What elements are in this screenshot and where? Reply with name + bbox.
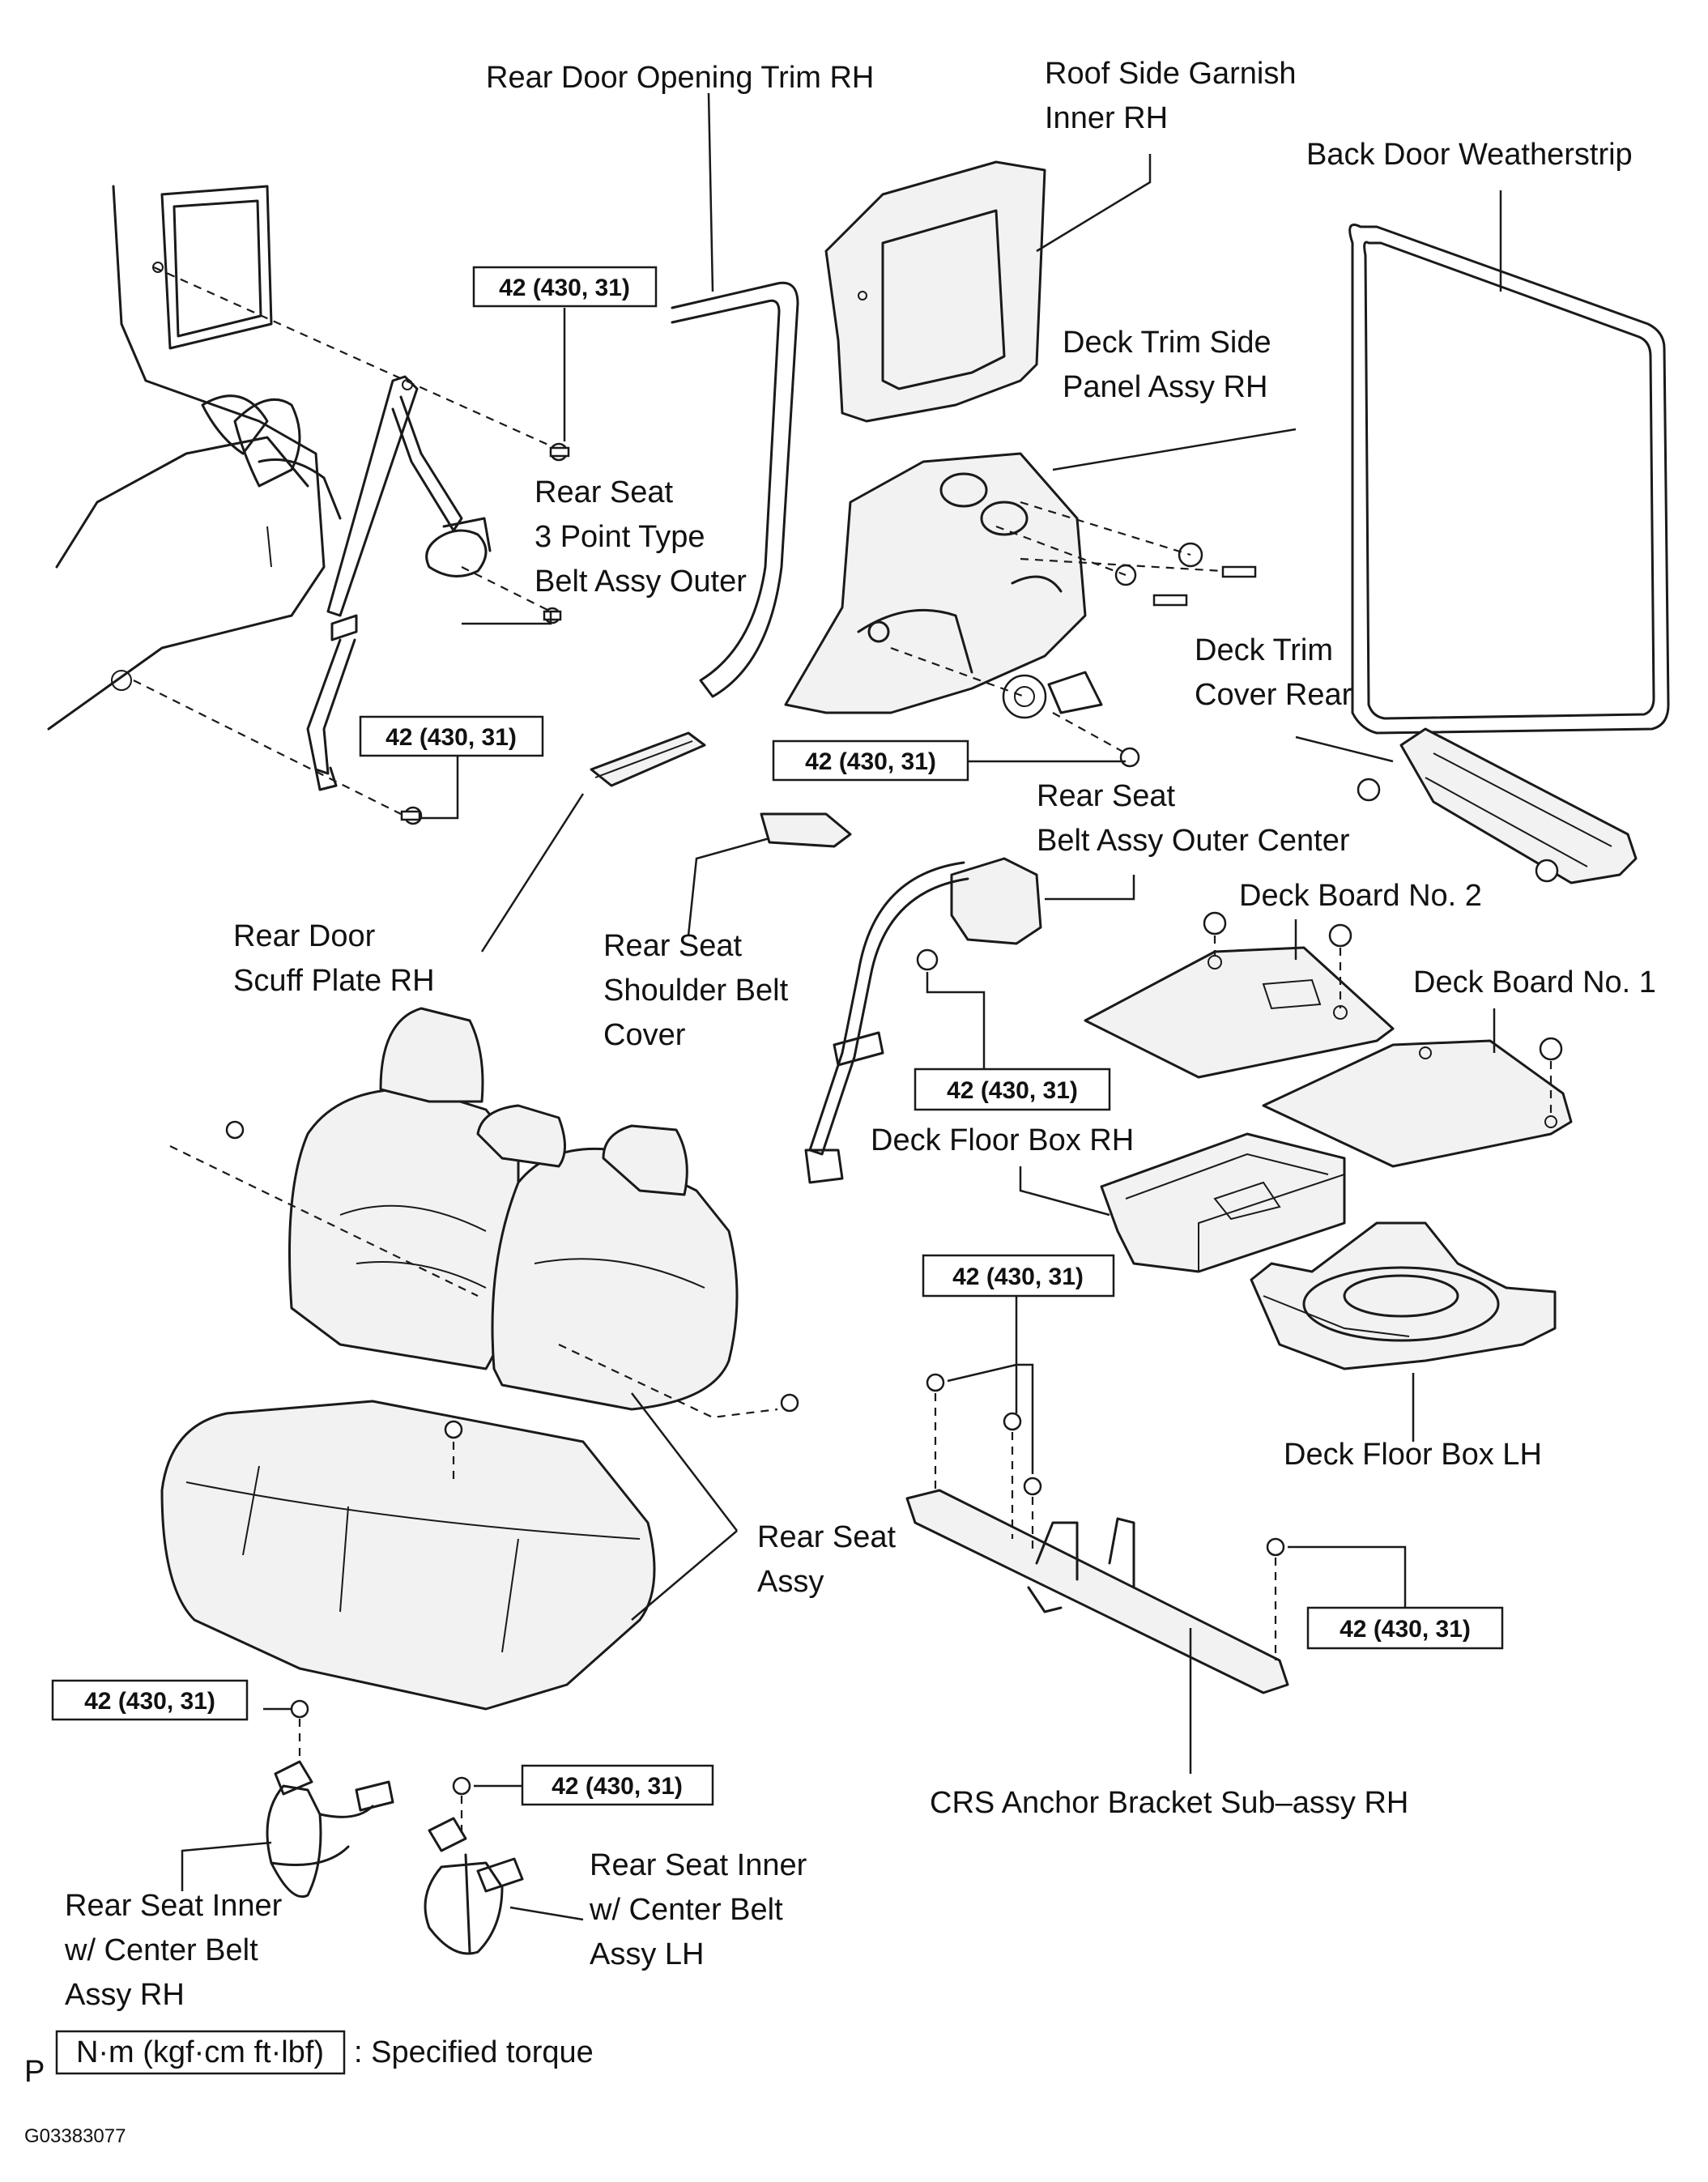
label-deck-trim-cover-rear-line1: Deck Trim [1195, 633, 1333, 667]
label-roof-side-garnish-line1: Roof Side Garnish [1045, 57, 1297, 91]
label-shoulder-belt-cover-line3: Cover [603, 1018, 686, 1052]
torque-spec-box: 42 (430, 31) [914, 1068, 1111, 1111]
bolt [225, 1120, 799, 1439]
label-rear-door-scuff-plate-line1: Rear Door [233, 919, 376, 953]
rear-seat-inner-belt-lh [424, 1817, 524, 1955]
torque-spec-text: 42 (430, 31) [947, 1077, 1078, 1104]
clip [1203, 911, 1352, 948]
label-rear-seat-inner-lh-line2: w/ Center Belt [589, 1893, 783, 1927]
torque-spec-text: 42 (430, 31) [385, 724, 517, 751]
grommet [1002, 674, 1047, 719]
vehicle-body-side-panel [47, 185, 342, 731]
label-deck-board-no-2: Deck Board No. 2 [1239, 879, 1482, 913]
label-rear-seat-belt-outer-center-line2: Belt Assy Outer Center [1037, 824, 1350, 858]
torque-spec-text: 42 (430, 31) [499, 275, 630, 301]
bolt [452, 1776, 471, 1796]
torque-spec-text: 42 (430, 31) [952, 1264, 1084, 1290]
bolt [926, 1373, 1285, 1557]
label-rear-seat-inner-lh-line3: Assy LH [590, 1937, 704, 1971]
label-rear-door-scuff-plate-line2: Scuff Plate RH [233, 964, 435, 998]
label-rear-seat-assy-line1: Rear Seat [757, 1520, 897, 1554]
label-deck-board-no-1: Deck Board No. 1 [1413, 965, 1656, 999]
torque-spec-box: 42 (430, 31) [1306, 1606, 1504, 1650]
legend-text: : Specified torque [354, 2035, 594, 2069]
label-deck-trim-side-panel-line1: Deck Trim Side [1063, 326, 1271, 360]
clip [1357, 778, 1559, 883]
torque-spec-text: 42 (430, 31) [805, 748, 936, 775]
torque-spec-box: 42 (430, 31) [922, 1254, 1115, 1298]
rear-seat-cushion [160, 1400, 656, 1711]
label-shoulder-belt-cover-line1: Rear Seat [603, 929, 743, 963]
torque-spec-text: 42 (430, 31) [552, 1773, 683, 1800]
rear-seat-3-point-belt-outer [306, 375, 492, 791]
label-rear-seat-3pt-belt-line2: 3 Point Type [535, 520, 705, 554]
figure-code: G03383077 [24, 2125, 126, 2147]
label-rear-door-opening-trim-rh: Rear Door Opening Trim RH [486, 61, 874, 95]
crs-anchor-bracket-sub-assy-rh [905, 1489, 1289, 1694]
label-deck-floor-box-rh: Deck Floor Box RH [871, 1123, 1134, 1157]
torque-legend: P N·m (kgf·cm ft·lbf) : Specified torque [24, 2030, 594, 2089]
rear-seat-shoulder-belt-cover [760, 812, 852, 848]
roof-side-garnish-inner-rh [824, 160, 1046, 423]
label-rear-seat-belt-outer-center-line1: Rear Seat [1037, 779, 1176, 813]
bolt [400, 806, 423, 825]
deck-floor-box-lh [1250, 1221, 1557, 1370]
label-roof-side-garnish-line2: Inner RH [1045, 101, 1168, 135]
bolt [1119, 747, 1140, 768]
bolt [290, 1699, 309, 1719]
label-rear-seat-3pt-belt-line3: Belt Assy Outer [535, 565, 747, 599]
label-rear-seat-inner-rh-line1: Rear Seat Inner [65, 1889, 283, 1923]
legend-unit-box: N·m (kgf·cm ft·lbf) [76, 2035, 324, 2069]
bolt [549, 442, 570, 462]
torque-spec-box: 42 (430, 31) [772, 739, 969, 782]
bolt [543, 607, 562, 624]
label-rear-seat-assy-line2: Assy [757, 1565, 824, 1599]
torque-spec-box: 42 (430, 31) [359, 715, 544, 757]
deck-floor-box-rh [1100, 1132, 1346, 1273]
deck-board-no-2 [1084, 946, 1395, 1079]
rear-door-opening-trim-rh [671, 281, 799, 698]
deck-board-no-1 [1262, 1039, 1573, 1168]
deck-trim-side-panel-assy-rh [784, 452, 1087, 714]
label-rear-seat-inner-rh-line3: Assy RH [65, 1978, 185, 2012]
rear-door-scuff-plate-rh [590, 731, 706, 787]
label-deck-floor-box-lh: Deck Floor Box LH [1284, 1438, 1542, 1472]
label-rear-seat-3pt-belt-line1: Rear Seat [535, 475, 674, 509]
clip [1114, 542, 1257, 607]
label-deck-trim-cover-rear-line2: Cover Rear [1195, 678, 1352, 712]
legend-prefix: P [24, 2055, 45, 2089]
clip [1539, 1037, 1563, 1061]
label-rear-seat-inner-lh-line1: Rear Seat Inner [590, 1848, 807, 1882]
deck-trim-cover-rear [1399, 727, 1638, 884]
rear-seat-inner-belt-rh [266, 1760, 394, 1898]
torque-spec-box: 42 (430, 31) [51, 1679, 249, 1721]
label-crs-anchor-bracket: CRS Anchor Bracket Sub–assy RH [930, 1786, 1408, 1820]
label-back-door-weatherstrip: Back Door Weatherstrip [1306, 138, 1633, 172]
back-door-weatherstrip [1348, 224, 1670, 735]
label-shoulder-belt-cover-line2: Shoulder Belt [603, 974, 789, 1008]
rear-seat-back [288, 1007, 739, 1411]
torque-spec-text: 42 (430, 31) [1340, 1616, 1471, 1643]
torque-spec-text: 42 (430, 31) [84, 1688, 215, 1715]
label-rear-seat-inner-rh-line2: w/ Center Belt [64, 1933, 258, 1967]
torque-spec-box: 42 (430, 31) [521, 1764, 714, 1806]
rear-seat-belt-assy-outer-center [804, 857, 1042, 1184]
label-deck-trim-side-panel-line2: Panel Assy RH [1063, 370, 1267, 404]
torque-spec-box: 42 (430, 31) [472, 266, 658, 308]
